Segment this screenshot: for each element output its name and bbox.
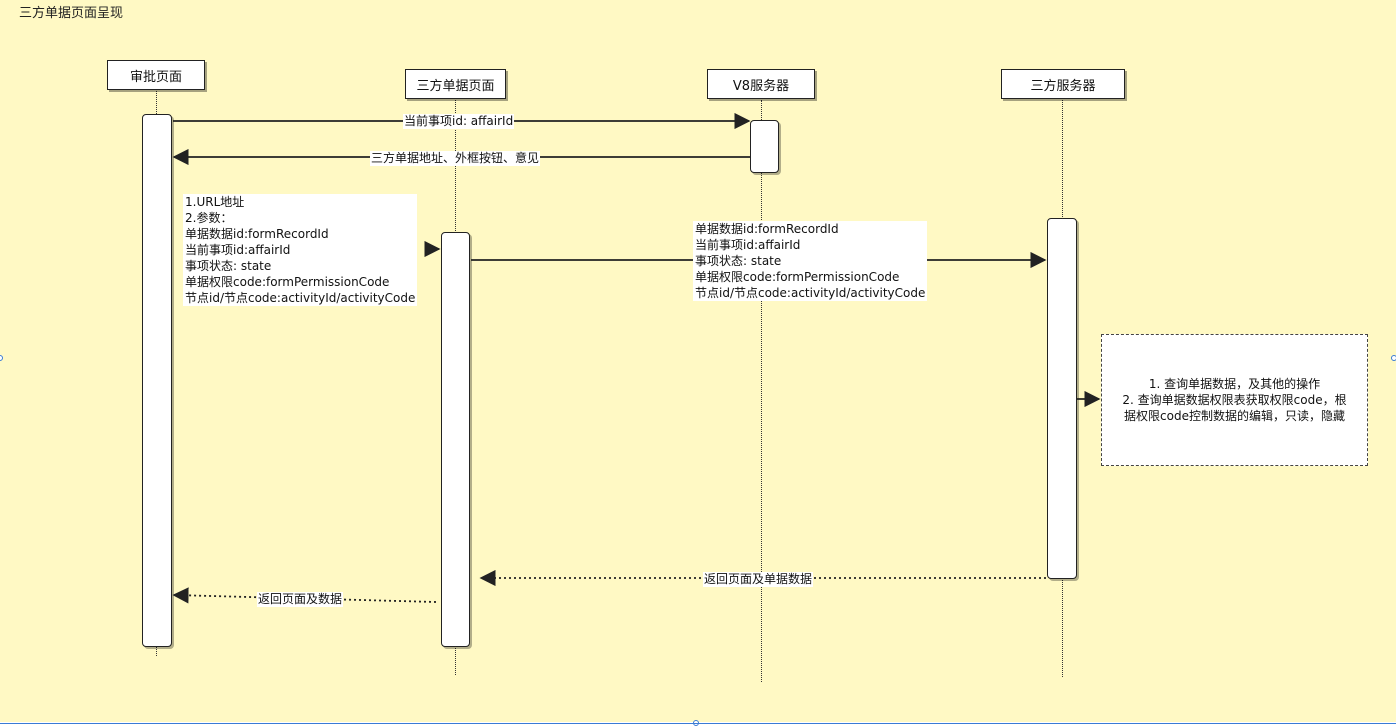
note-url-params: 1.URL地址 2.参数： 单据数据id:formRecordId 当前事项id… <box>183 194 418 306</box>
comment-box[interactable]: 1. 查询单据数据，及其他的操作 2. 查询单据数据权限表获取权限code，根 … <box>1101 334 1368 466</box>
comment-line: 1. 查询单据数据，及其他的操作 <box>1148 377 1321 391</box>
actor-third-page-label: 三方单据页面 <box>416 78 495 94</box>
message-label-address: 三方单据地址、外框按钮、意见 <box>370 151 541 166</box>
actor-approval-label: 审批页面 <box>129 69 182 85</box>
actor-third-party-page[interactable]: 三方单据页面 <box>405 69 506 99</box>
note-line: 当前事项id:affairId <box>695 238 801 252</box>
actor-third-server-label: 三方服务器 <box>1030 78 1096 94</box>
resize-handle-left[interactable] <box>0 355 3 361</box>
actor-v8-label: V8服务器 <box>732 78 790 94</box>
note-line: 2.参数： <box>185 211 233 225</box>
activation-third-server[interactable] <box>1047 218 1077 579</box>
resize-handle-right[interactable] <box>1391 355 1396 361</box>
note-line: 单据数据id:formRecordId <box>695 222 839 236</box>
comment-line: 据权限code控制数据的编辑，只读，隐藏 <box>1124 409 1345 423</box>
actor-third-party-server[interactable]: 三方服务器 <box>1001 69 1125 99</box>
note-form-params: 单据数据id:formRecordId 当前事项id:affairId 事项状态… <box>693 221 928 301</box>
note-line: 单据权限code:formPermissionCode <box>695 270 900 284</box>
actor-v8-server[interactable]: V8服务器 <box>707 69 815 99</box>
note-line: 事项状态: state <box>695 254 782 268</box>
note-line: 单据数据id:formRecordId <box>185 227 329 241</box>
diagram-title: 三方单据页面呈现 <box>19 6 124 21</box>
lifeline-v8 <box>761 100 762 682</box>
note-line: 节点id/节点code:activityId/activityCode <box>185 291 416 305</box>
note-line: 当前事项id:affairId <box>185 243 291 257</box>
message-label-return-page: 返回页面及数据 <box>257 592 344 607</box>
note-line: 1.URL地址 <box>185 195 245 209</box>
note-line: 单据权限code:formPermissionCode <box>185 275 390 289</box>
actor-approval-page[interactable]: 审批页面 <box>107 60 205 90</box>
message-label-affairid: 当前事项id: affairId <box>403 114 515 129</box>
note-line: 事项状态: state <box>185 259 272 273</box>
comment-line: 2. 查询单据数据权限表获取权限code，根 <box>1122 393 1347 407</box>
activation-v8[interactable] <box>750 120 779 173</box>
note-line: 节点id/节点code:activityId/activityCode <box>695 286 926 300</box>
canvas-border-bottom <box>0 723 1396 724</box>
message-label-return-form: 返回页面及单据数据 <box>703 572 814 587</box>
activation-third-page[interactable] <box>441 232 470 647</box>
activation-approval[interactable] <box>142 114 172 647</box>
